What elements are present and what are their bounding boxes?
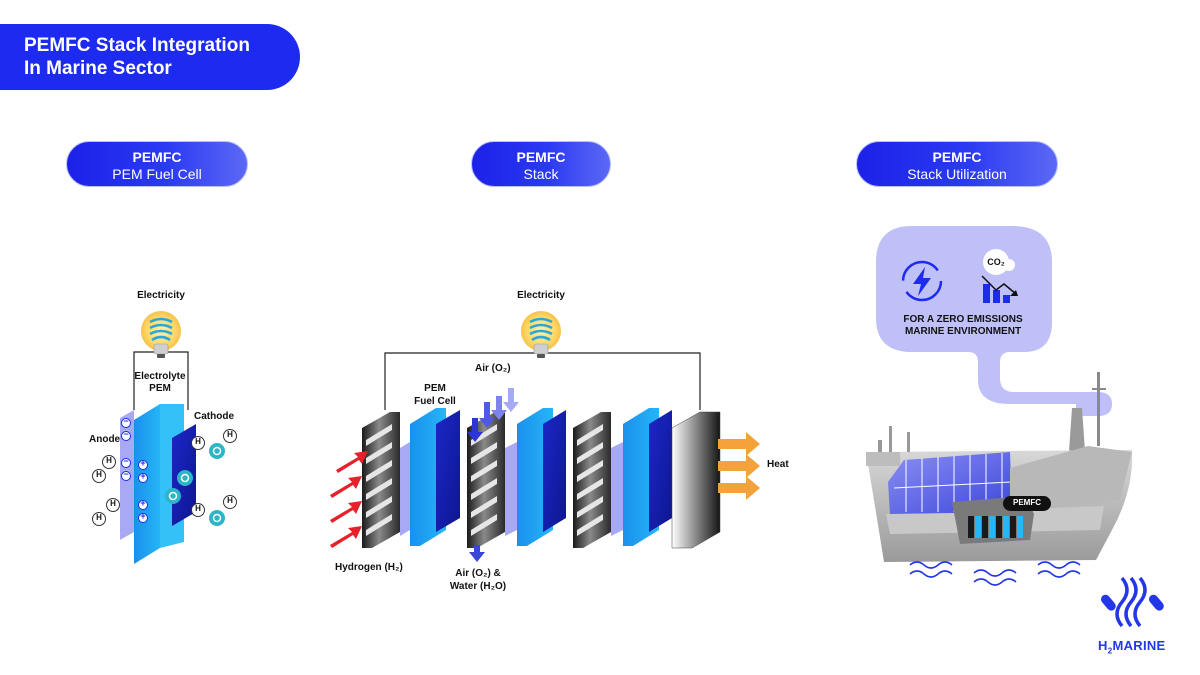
end-plate bbox=[671, 411, 721, 549]
title-line-1: PEMFC Stack Integration bbox=[24, 35, 250, 56]
cathode-label: Cathode bbox=[194, 411, 234, 422]
ship-pemfc-label: PEMFC bbox=[1013, 498, 1041, 507]
h2marine-logo-icon bbox=[1100, 576, 1164, 628]
stack-electricity-label: Electricity bbox=[517, 290, 565, 301]
proton-sign: + bbox=[140, 498, 146, 508]
oxygen-atoms bbox=[165, 443, 225, 526]
membrane-layer bbox=[505, 442, 517, 536]
hydrogen-symbol: H bbox=[110, 499, 116, 508]
bipolar-plate bbox=[467, 412, 505, 548]
hydrogen-symbol: H bbox=[195, 504, 201, 513]
cell-electricity-label: Electricity bbox=[137, 290, 185, 301]
electrolyte-label: Electrolyte PEM bbox=[130, 371, 190, 395]
proton-sign: + bbox=[140, 511, 146, 521]
hydrogen-symbol: H bbox=[106, 456, 112, 465]
panel-heading: PEMFC bbox=[132, 149, 182, 165]
bipolar-plate bbox=[362, 412, 400, 548]
proton-sign: + bbox=[140, 458, 146, 468]
pem-label-line2: Fuel Cell bbox=[414, 396, 456, 407]
outlet-arrow bbox=[469, 545, 485, 562]
air-out-line1: Air (O₂) & bbox=[455, 568, 501, 579]
water-waves-icon bbox=[909, 561, 1081, 586]
membrane-layer bbox=[611, 442, 623, 536]
panel-heading: PEMFC bbox=[516, 149, 566, 165]
panel-subheading: Stack bbox=[523, 166, 559, 182]
electrolyte-label-line1: Electrolyte bbox=[134, 371, 186, 382]
membrane-layer bbox=[400, 442, 410, 536]
title-line-2: In Marine Sector bbox=[24, 58, 172, 79]
proton-sign: + bbox=[140, 471, 146, 481]
brand-subscript: 2 bbox=[1107, 646, 1113, 656]
panel-pill-pem-fuel-cell: PEMFC PEM Fuel Cell bbox=[66, 141, 248, 187]
air-out-line2: Water (H₂O) bbox=[449, 581, 507, 592]
air-inlet-arrows bbox=[467, 388, 519, 442]
lightning-charge-icon bbox=[901, 260, 943, 302]
hydrogen-label: Hydrogen (H₂) bbox=[335, 562, 403, 573]
hydrogen-symbol: H bbox=[227, 496, 233, 505]
electron-sign: − bbox=[123, 416, 129, 426]
ship-superstructure bbox=[1010, 446, 1132, 512]
bubble-line2: MARINE ENVIRONMENT bbox=[904, 326, 1022, 337]
ship-pemfc-tag bbox=[1003, 496, 1051, 511]
panel-heading: PEMFC bbox=[932, 149, 982, 165]
hydrogen-symbol: H bbox=[96, 513, 102, 522]
brand-h: H bbox=[1098, 638, 1108, 653]
bubble-line1: FOR A ZERO EMISSIONS bbox=[903, 314, 1023, 325]
electron-sign: − bbox=[123, 456, 129, 466]
hydrogen-atoms bbox=[92, 429, 237, 526]
electron-sign: − bbox=[123, 429, 129, 439]
title-banner: PEMFC Stack Integration In Marine Sector bbox=[0, 24, 300, 90]
brand-rest: MARINE bbox=[1112, 638, 1166, 653]
panel-pill-stack-utilization: PEMFC Stack Utilization bbox=[856, 141, 1058, 187]
pem-label-line1: PEM bbox=[424, 383, 446, 394]
container-stack bbox=[888, 452, 1012, 514]
h2marine-wordmark: H2MARINE bbox=[1098, 638, 1166, 656]
electrolyte-pem-layer bbox=[134, 404, 160, 564]
electrolyte-label-line2: PEM bbox=[149, 383, 171, 394]
panel-subheading: Stack Utilization bbox=[907, 166, 1007, 182]
cargo-ship bbox=[866, 372, 1133, 562]
panel-pill-stack: PEMFC Stack bbox=[471, 141, 611, 187]
air-in-label: Air (O₂) bbox=[475, 363, 511, 374]
hydrogen-symbol: H bbox=[227, 430, 233, 439]
co2-reduction-icon bbox=[981, 249, 1018, 303]
electron-sign: − bbox=[123, 469, 129, 479]
zero-emissions-text: FOR A ZERO EMISSIONS MARINE ENVIRONMENT bbox=[870, 314, 1056, 338]
heat-arrows bbox=[718, 432, 760, 500]
fuel-cell-plate bbox=[410, 408, 460, 546]
pem-fuel-cell-diagram bbox=[120, 311, 196, 564]
pemfc-stack-diagram bbox=[362, 311, 721, 549]
fuel-cell-plate bbox=[623, 408, 672, 546]
onboard-stack-units bbox=[968, 516, 1023, 538]
fuel-cell-plate bbox=[517, 408, 566, 546]
pem-fuel-cell-label: PEM Fuel Cell bbox=[410, 382, 460, 408]
heat-label: Heat bbox=[767, 459, 789, 470]
proton-markers bbox=[138, 460, 148, 523]
co2-label: CO₂ bbox=[987, 257, 1005, 267]
stack-lightbulb-icon bbox=[521, 311, 561, 358]
panel-subheading: PEM Fuel Cell bbox=[112, 166, 202, 182]
hydrogen-inlet-arrows bbox=[330, 451, 368, 548]
bipolar-plate bbox=[573, 412, 611, 548]
hydrogen-symbol: H bbox=[195, 437, 201, 446]
anode-label: Anode bbox=[89, 434, 121, 445]
electron-markers bbox=[121, 418, 131, 481]
lightbulb-icon bbox=[141, 311, 181, 358]
hydrogen-symbol: H bbox=[96, 470, 102, 479]
zero-emissions-bubble bbox=[876, 226, 1112, 416]
air-water-out-label: Air (O₂) & Water (H₂O) bbox=[440, 567, 516, 593]
